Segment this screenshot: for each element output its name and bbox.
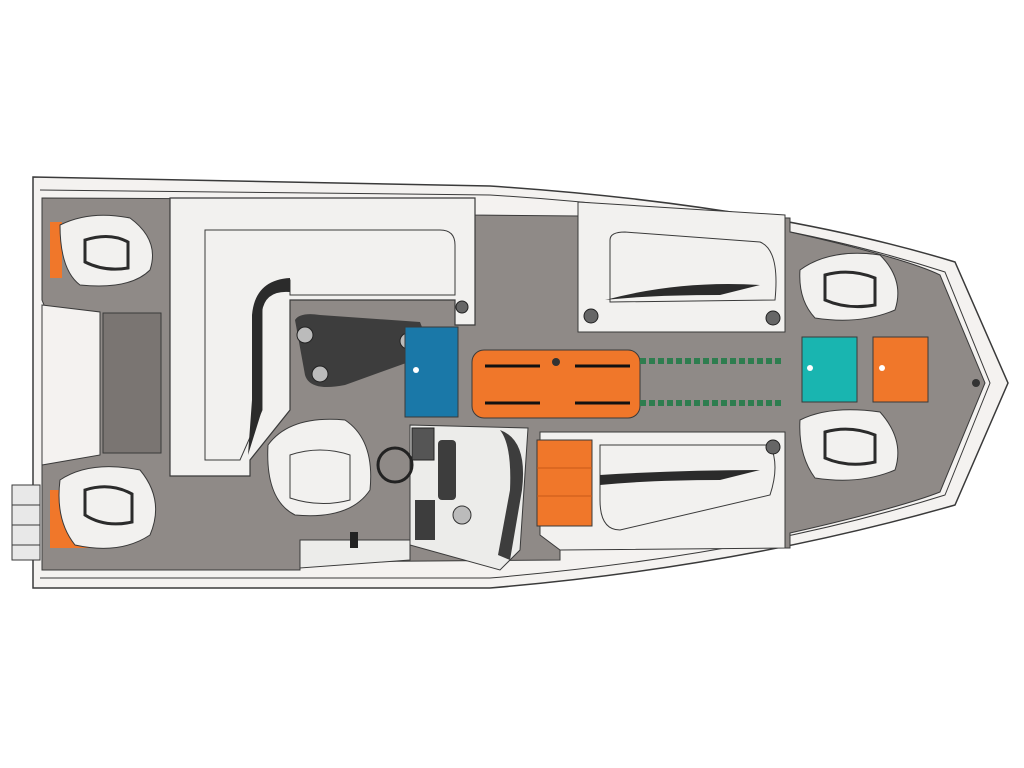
latch bbox=[879, 365, 885, 371]
fishing-seat-icon bbox=[799, 409, 899, 481]
cupholder bbox=[311, 365, 329, 383]
storage-blue bbox=[404, 326, 459, 418]
lounge-accent bbox=[248, 278, 290, 455]
fishing-seat-icon bbox=[50, 214, 153, 287]
storage-orange-starboard[interactable] bbox=[536, 439, 593, 527]
bow-cleat bbox=[972, 379, 980, 387]
fish-finder bbox=[415, 500, 435, 540]
stern-hatch bbox=[102, 312, 162, 454]
cup-holder bbox=[455, 300, 469, 314]
rear-console-dark bbox=[295, 314, 425, 388]
latch bbox=[807, 365, 813, 371]
captain-seat-icon bbox=[267, 418, 372, 517]
gauge bbox=[452, 505, 472, 525]
ladder-icon bbox=[11, 484, 41, 561]
fishing-seat-icon bbox=[50, 466, 157, 549]
cupholder bbox=[296, 326, 314, 344]
throttle-icon bbox=[350, 532, 358, 548]
rear-lounge bbox=[169, 197, 476, 477]
livewell-knob bbox=[552, 358, 560, 366]
latch bbox=[413, 367, 419, 373]
side-console bbox=[299, 539, 411, 569]
port-lounge bbox=[577, 201, 786, 333]
steering-wheel-icon bbox=[376, 446, 414, 484]
windshield bbox=[498, 430, 524, 560]
switch-panel bbox=[411, 427, 435, 461]
fishing-seat-icon bbox=[799, 252, 899, 321]
stern-step bbox=[41, 304, 101, 466]
gauge-panel bbox=[438, 440, 456, 500]
